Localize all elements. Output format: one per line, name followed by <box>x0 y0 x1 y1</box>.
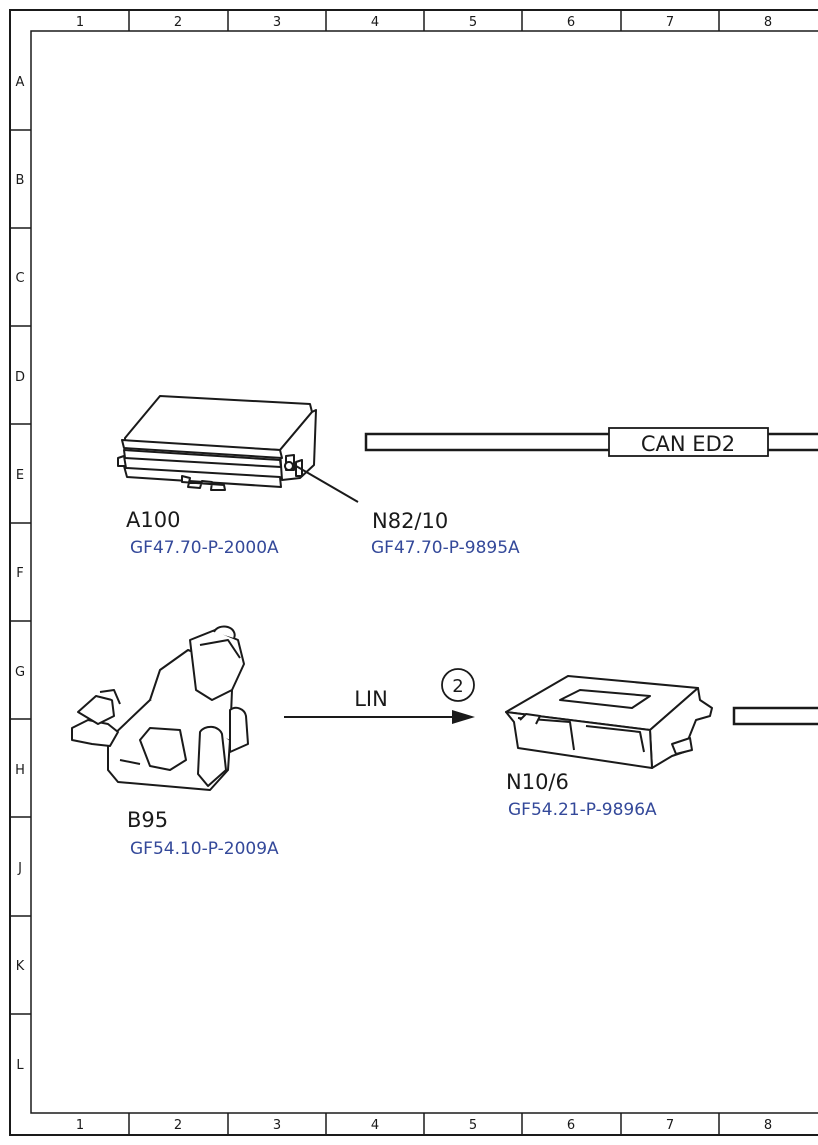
grid-column-labels: 1 2 3 4 5 6 7 8 1 2 3 4 5 6 7 8 <box>76 15 772 1133</box>
lin-bus[interactable]: LIN <box>284 687 475 724</box>
n82-10-label: N82/10 <box>372 509 449 533</box>
b95-label: B95 <box>127 808 169 832</box>
col-label-bottom: 1 <box>76 1118 84 1133</box>
col-label-top: 4 <box>371 15 379 30</box>
col-label-top: 6 <box>567 15 575 30</box>
col-label-bottom: 3 <box>273 1118 281 1133</box>
arrow-right-icon <box>452 710 475 724</box>
marker-circle: 2 <box>441 668 475 702</box>
n10-6-module-drawing[interactable] <box>505 675 713 769</box>
col-label-bottom: 8 <box>764 1118 772 1133</box>
col-label-bottom: 6 <box>567 1118 575 1133</box>
col-label-bottom: 7 <box>666 1118 674 1133</box>
a100-reference-link[interactable]: GF47.70-P-2000A <box>130 538 279 558</box>
a100-module-drawing[interactable] <box>117 395 317 491</box>
col-label-top: 3 <box>273 15 281 30</box>
grid-row-dividers <box>10 129 31 1015</box>
n10-6-reference-link[interactable]: GF54.21-P-9896A <box>508 800 657 820</box>
row-label: H <box>15 763 25 778</box>
can-ed2-label-box <box>608 427 769 457</box>
n82-10-leader-line <box>295 465 359 503</box>
n10-6-label: N10/6 <box>506 770 569 794</box>
lin-label: LIN <box>354 687 388 711</box>
a100-label: A100 <box>126 508 181 532</box>
row-label: A <box>16 75 25 90</box>
row-label: F <box>16 566 23 581</box>
row-label: K <box>16 959 25 974</box>
col-label-bottom: 2 <box>174 1118 182 1133</box>
col-label-bottom: 5 <box>469 1118 477 1133</box>
n82-10-reference-link[interactable]: GF47.70-P-9895A <box>371 538 520 558</box>
row-label: E <box>16 468 24 483</box>
col-label-top: 8 <box>764 15 772 30</box>
col-label-top: 7 <box>666 15 674 30</box>
n10-6-bus-stub <box>732 706 818 726</box>
drawing-frame <box>9 9 818 1136</box>
grid-column-dividers <box>128 10 720 1135</box>
b95-reference-link[interactable]: GF54.10-P-2009A <box>130 839 279 859</box>
col-label-top: 5 <box>469 15 477 30</box>
col-label-top: 2 <box>174 15 182 30</box>
row-label: J <box>17 861 22 876</box>
col-label-bottom: 4 <box>371 1118 379 1133</box>
grid-row-labels: A B C D E F G H J K L <box>15 75 25 1073</box>
marker-number: 2 <box>452 676 463 697</box>
can-ed2-label: CAN ED2 <box>641 432 735 456</box>
row-label: B <box>16 173 25 188</box>
can-ed2-bus[interactable]: CAN ED2 <box>364 427 818 457</box>
row-label: C <box>15 271 24 286</box>
b95-sensor-drawing[interactable] <box>71 625 249 791</box>
row-label: D <box>15 370 25 385</box>
col-label-top: 1 <box>76 15 84 30</box>
row-label: G <box>15 665 25 680</box>
row-label: L <box>16 1058 24 1073</box>
